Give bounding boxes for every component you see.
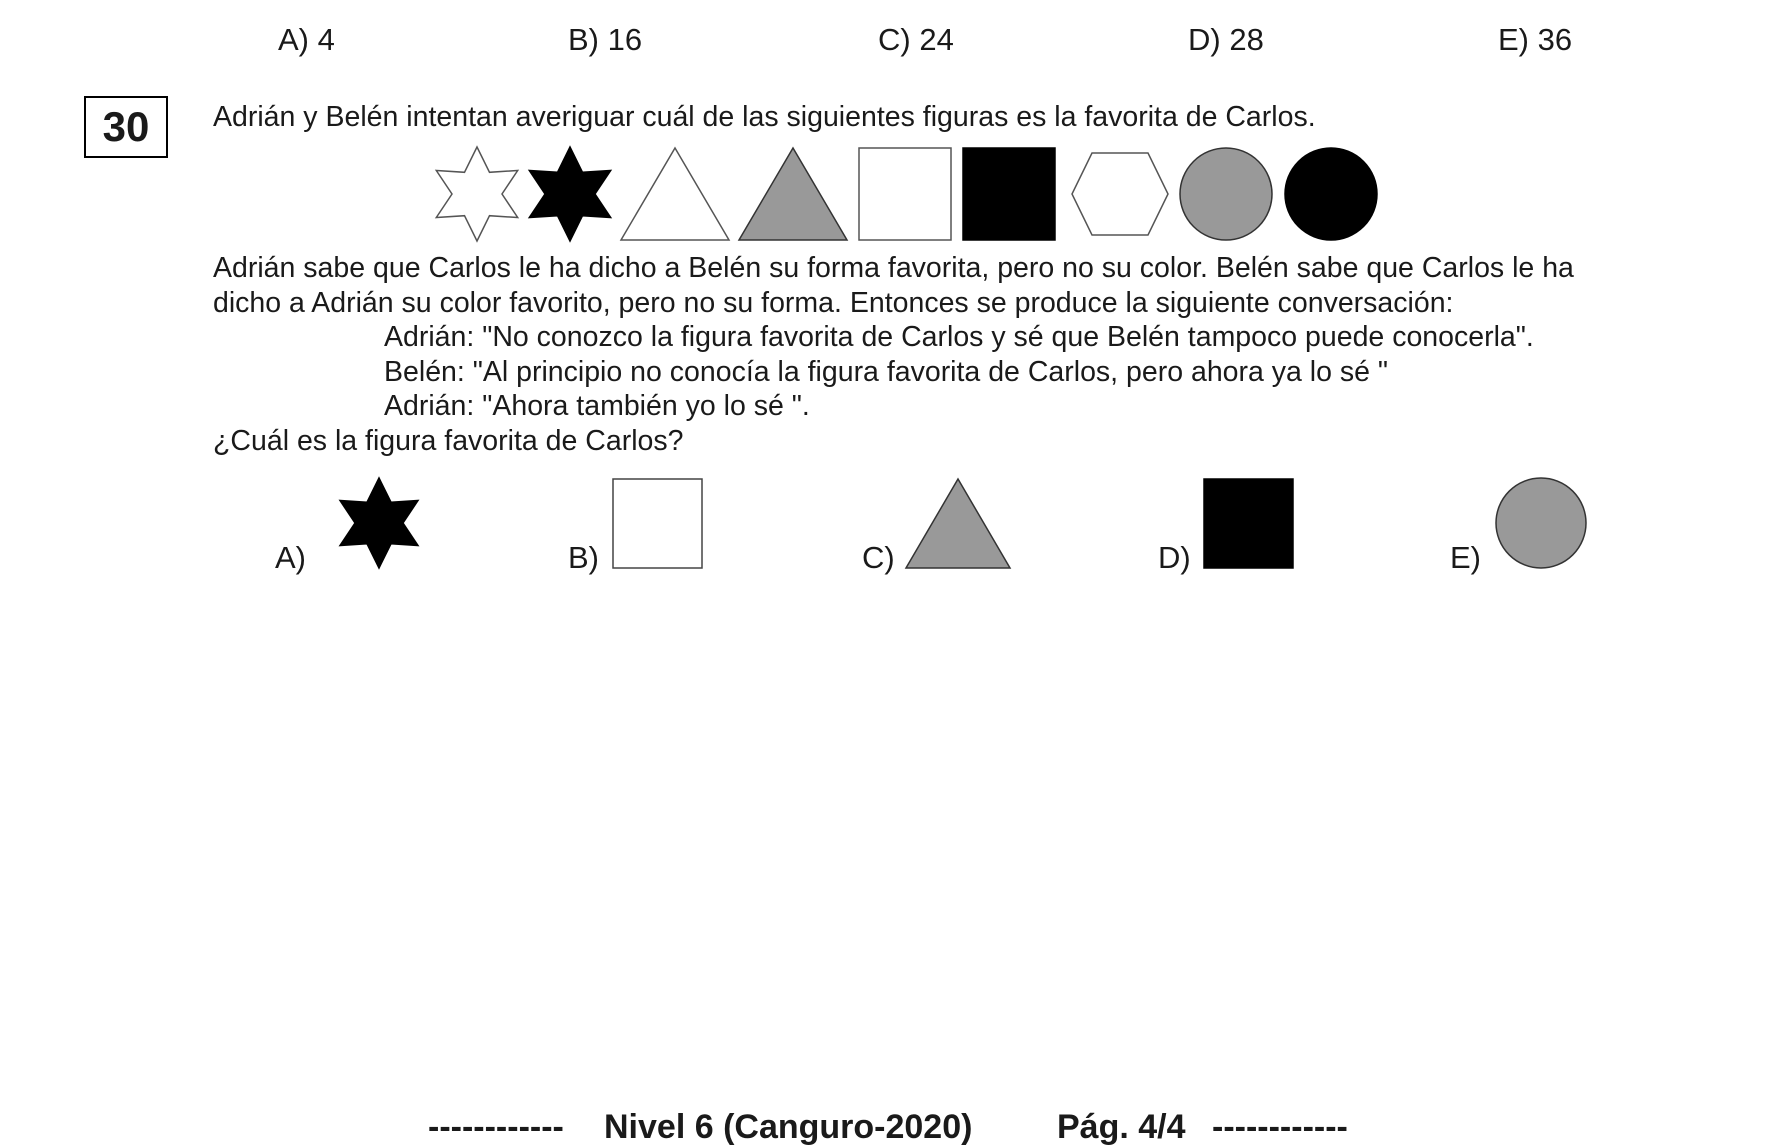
answer-c-figure[interactable]: [904, 477, 1012, 569]
dialogue-line-2: Belén: "Al principio no conocía la figur…: [384, 356, 1389, 388]
gray-circle-figure: [1179, 147, 1273, 241]
dialogue-line-1: Adrián: "No conozco la figura favorita d…: [384, 321, 1534, 353]
black-square-figure: [962, 147, 1056, 241]
white-triangle-figure: [619, 146, 731, 241]
gray-triangle-figure: [737, 146, 849, 241]
answer-a-label[interactable]: A): [275, 540, 306, 575]
prev-option-b: B) 16: [568, 22, 643, 57]
answer-c-label[interactable]: C): [862, 540, 895, 575]
answer-e-figure[interactable]: [1495, 477, 1587, 569]
question-number: 30: [84, 96, 168, 158]
question-body-line-1: Adrián sabe que Carlos le ha dicho a Bel…: [213, 252, 1574, 284]
dialogue-line-3: Adrián: "Ahora también yo lo sé ".: [384, 390, 810, 422]
question-body-line-2: dicho a Adrián su color favorito, pero n…: [213, 287, 1454, 319]
footer-dashes-left: ------------: [428, 1108, 564, 1146]
answer-d-label[interactable]: D): [1158, 540, 1191, 575]
answer-d-figure[interactable]: [1203, 478, 1294, 569]
black-circle-figure: [1284, 147, 1378, 241]
answer-figures: [338, 476, 1587, 570]
question-intro: Adrián y Belén intentan averiguar cuál d…: [213, 101, 1316, 133]
prev-option-e: E) 36: [1498, 22, 1573, 57]
white-star-figure: [434, 145, 520, 243]
prev-option-c: C) 24: [878, 22, 954, 57]
figures-row: [434, 145, 1378, 243]
answer-b-figure[interactable]: [612, 478, 703, 569]
white-hexagon-figure: [1071, 152, 1169, 236]
question-prompt: ¿Cuál es la figura favorita de Carlos?: [213, 425, 684, 457]
black-star-figure: [527, 145, 613, 243]
footer-dashes-right: ------------: [1212, 1108, 1348, 1146]
footer-level: Nivel 6 (Canguro-2020): [604, 1108, 973, 1146]
answer-a-figure[interactable]: [338, 476, 420, 570]
answer-e-label[interactable]: E): [1450, 540, 1481, 575]
white-square-figure: [858, 147, 952, 241]
prev-option-a: A) 4: [278, 22, 335, 57]
prev-option-d: D) 28: [1188, 22, 1264, 57]
footer-page: Pág. 4/4: [1057, 1108, 1186, 1146]
answer-b-label[interactable]: B): [568, 540, 599, 575]
